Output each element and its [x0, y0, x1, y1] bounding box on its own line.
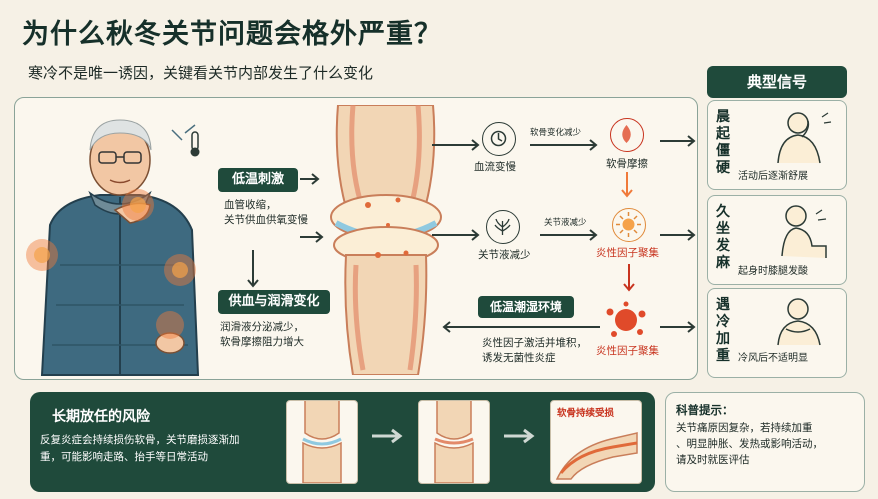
- cold-damp-tag: 低温潮湿环境: [478, 296, 574, 318]
- thermometer-icon: [190, 131, 200, 157]
- signal-caption: 起身时膝腿发酸: [738, 266, 808, 277]
- arrow-right-icon: [530, 139, 598, 151]
- leaf-icon: [486, 210, 520, 244]
- signal-caption: 冷风后不适明显: [738, 353, 808, 364]
- signals-title: 典型信号: [707, 66, 847, 98]
- signal-card: 久坐发麻 起身时膝腿发酸: [707, 195, 847, 285]
- stage3-label: 软骨持续受损: [557, 408, 615, 419]
- signal-card: 遇冷加重 冷风后不适明显: [707, 288, 847, 378]
- tip-panel: [665, 392, 865, 492]
- drop-icon: [610, 118, 644, 152]
- risk-title: 长期放任的风险: [52, 409, 150, 425]
- inflammation-splash-icon: [606, 301, 646, 337]
- elderly-man-illustration: [26, 119, 200, 376]
- signal-label: 遇冷加重: [716, 297, 730, 364]
- arrow-right-icon: [540, 229, 598, 241]
- node-flow-note: 软骨变化减少: [530, 128, 582, 138]
- tip-text: 关节痛原因复杂，若持续加重 、明显肿胀、发热或影响活动， 请及时就医评估: [676, 422, 823, 466]
- arrow-down-icon: [247, 250, 259, 288]
- risk-desc: 反复炎症会持续损伤软骨，关节磨损逐渐加 重，可能影响走路、抬手等日常活动: [40, 434, 240, 463]
- arrow-left-icon: [442, 321, 600, 333]
- cold-stimulus-tag: 低温刺激: [218, 168, 298, 192]
- arrow-right-icon: [300, 173, 320, 185]
- node-fluid-label: 关节液减少: [478, 249, 531, 261]
- sitting-person-icon: [781, 205, 827, 258]
- cold-damp-desc: 炎性因子激活并堆积， 诱发无菌性炎症: [482, 337, 587, 364]
- arrow-down-icon: [621, 172, 633, 198]
- arrow-right-icon: [432, 139, 480, 151]
- page-title: 为什么秋冬关节问题会格外严重？: [22, 19, 442, 50]
- inflammation-sun-icon: [612, 208, 646, 242]
- arrow-right-icon: [432, 229, 480, 241]
- cold-person-icon: [777, 298, 821, 346]
- blood-flow-icon: [482, 122, 516, 156]
- knee-stage-3: 软骨持续受损: [550, 400, 642, 484]
- signal-label: 晨起僵硬: [716, 109, 730, 176]
- arrow-down-icon: [623, 264, 635, 292]
- node-friction-label: 软骨摩擦: [606, 158, 648, 170]
- arrow-right-icon: [660, 135, 696, 147]
- knee-joint-illustration: [330, 105, 442, 375]
- arrow-right-icon: [300, 231, 324, 243]
- arrow-right-icon: [660, 229, 696, 241]
- stiff-neck-person-icon: [777, 112, 832, 164]
- arrow-right-icon: [660, 321, 696, 333]
- signal-caption: 活动后逐渐舒展: [738, 171, 808, 182]
- node-fluid-note: 关节液减少: [544, 218, 587, 228]
- blood-lubrication-desc: 润滑液分泌减少， 软骨摩擦阻力增大: [220, 321, 304, 348]
- tip-title: 科普提示：: [676, 403, 734, 417]
- node-inflammation-label-1: 炎性因子聚集: [596, 247, 659, 259]
- signal-label: 久坐发麻: [716, 204, 730, 271]
- signal-card: 晨起僵硬 活动后逐渐舒展: [707, 100, 847, 190]
- page-subtitle: 寒冷不是唯一诱因，关键看关节内部发生了什么变化: [28, 64, 374, 82]
- knee-stage-1: [286, 400, 358, 484]
- node-inflammation-label-2: 炎性因子聚集: [596, 345, 659, 357]
- blood-lubrication-tag: 供血与润滑变化: [218, 290, 330, 314]
- node-blood-flow-label: 血流变慢: [474, 161, 516, 173]
- arrow-right-icon: [504, 428, 535, 444]
- arrow-right-icon: [372, 428, 403, 444]
- cold-stimulus-desc: 血管收缩， 关节供血供氧变慢: [224, 199, 308, 226]
- knee-stage-2: [418, 400, 490, 484]
